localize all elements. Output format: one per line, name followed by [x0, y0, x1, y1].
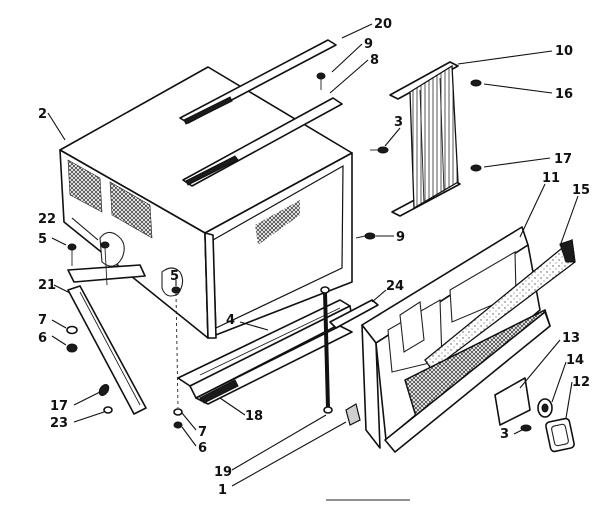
callout-6-left: 6: [38, 331, 47, 346]
callout-16: 16: [555, 87, 573, 102]
screw-16: [470, 79, 482, 87]
callout-8: 8: [370, 53, 379, 68]
screw-3-upper: [370, 146, 389, 154]
callout-19: 19: [214, 465, 232, 480]
base-rail-part: [177, 299, 353, 399]
callout-7-left: 7: [38, 313, 47, 328]
callout-21: 21: [38, 278, 56, 293]
nut-6-left: [66, 343, 78, 353]
bracket-24-part: [329, 299, 379, 329]
clip-1-part: [345, 403, 361, 426]
left-bracket-part: [67, 264, 147, 415]
screw-9-middle: [355, 232, 376, 240]
screw-22: [100, 241, 110, 286]
screw-5-center: [171, 286, 181, 409]
callout-3-upper: 3: [394, 115, 403, 130]
cabinet-part: [59, 66, 353, 339]
callout-9-top: 9: [364, 37, 373, 52]
callout-15: 15: [572, 183, 590, 198]
callout-10: 10: [555, 44, 573, 59]
callout-1: 1: [218, 483, 227, 498]
nut-6-center: [173, 421, 183, 429]
washer-7-left: [66, 325, 78, 335]
callout-3-lower: 3: [500, 427, 509, 442]
side-curtain-part: [389, 61, 461, 217]
callout-20: 20: [374, 17, 392, 32]
callout-22: 22: [38, 212, 56, 227]
callout-12: 12: [572, 375, 590, 390]
callout-2: 2: [38, 107, 47, 122]
nut-23: [103, 406, 113, 414]
callout-9-middle: 9: [396, 230, 405, 245]
rail-8-part: [182, 97, 343, 187]
callout-6-center: 6: [198, 441, 207, 456]
leader-lines: [47, 23, 579, 487]
callout-5-left: 5: [38, 232, 47, 247]
screw-3-lower: [520, 424, 532, 432]
slide-18-part: [195, 325, 353, 405]
post-19: [320, 286, 333, 414]
grille-insert-part: [384, 308, 551, 453]
callout-18: 18: [245, 409, 263, 424]
callout-labels: 20 9 8 10 16 2 3 17 11 15 9 22 5 24 21 5…: [38, 17, 590, 498]
callout-24: 24: [386, 279, 404, 294]
filter-part: [424, 238, 576, 371]
callout-4: 4: [226, 313, 235, 328]
callout-17-lower: 17: [50, 399, 68, 414]
washer-7-center: [173, 408, 183, 416]
knob-part: [537, 398, 553, 418]
callout-11: 11: [542, 171, 560, 186]
screw-17-lower: [98, 384, 110, 396]
top-rail-part: [179, 39, 337, 125]
control-plate-part: [494, 377, 531, 426]
callout-7-center: 7: [198, 425, 207, 440]
callout-14: 14: [566, 353, 584, 368]
screw-9-top: [316, 72, 326, 90]
callout-5-center: 5: [170, 269, 179, 284]
screw-17-upper: [470, 164, 482, 172]
callout-17-upper: 17: [554, 152, 572, 167]
callout-13: 13: [562, 331, 580, 346]
cap-part: [545, 417, 575, 453]
callout-23: 23: [50, 416, 68, 431]
screw-5-left: [67, 243, 77, 266]
